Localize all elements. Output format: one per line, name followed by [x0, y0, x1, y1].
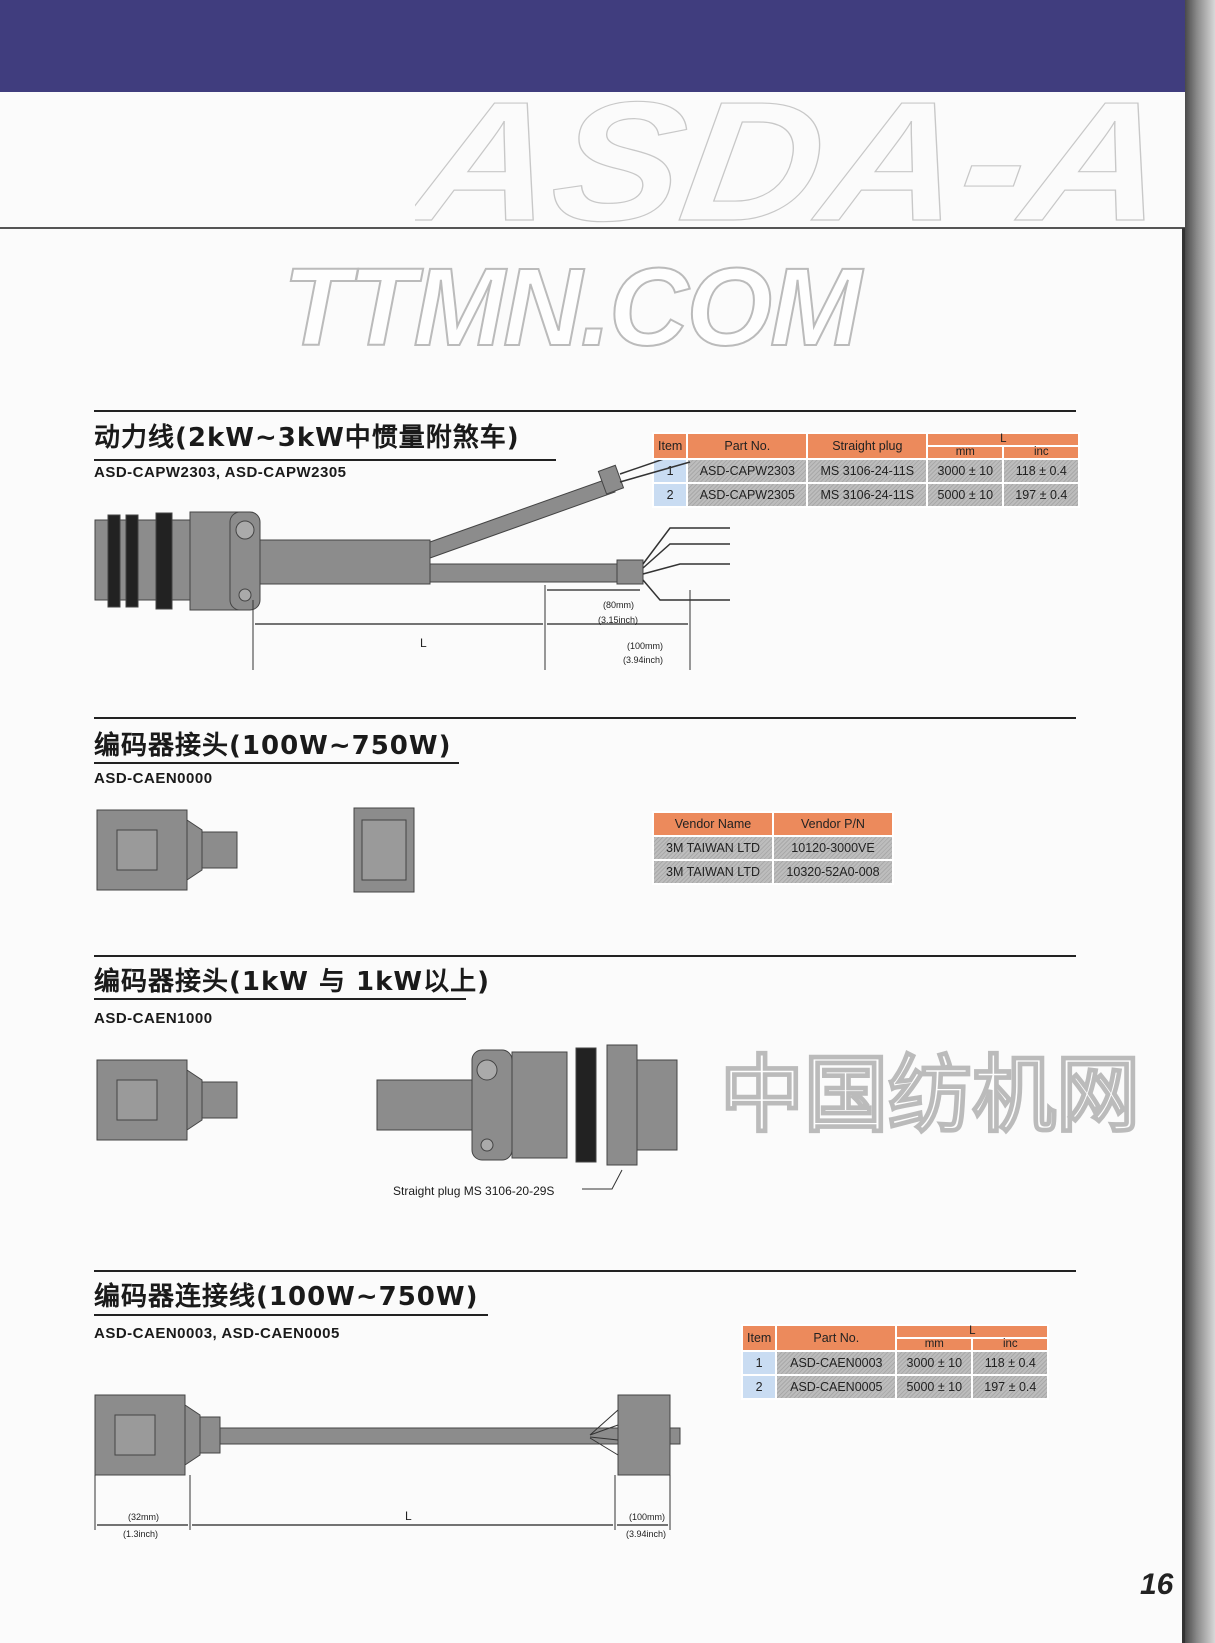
col-mm: mm [928, 446, 1003, 458]
page-edge [1185, 0, 1215, 1643]
col-vendor-name: Vendor Name [654, 813, 772, 835]
dim-1-3inch: (1.3inch) [123, 1529, 159, 1539]
cell: 3M TAIWAN LTD [654, 861, 772, 883]
encoder-cable-drawing [94, 1394, 681, 1530]
cell: 2 [654, 484, 687, 506]
dim-100mm: (100mm) [629, 1512, 666, 1522]
page-edge-line [1182, 228, 1185, 1643]
section-title: 编码器接头(1kW 与 1kW以上) [94, 967, 490, 997]
asda-a-logo: ASDA-A [415, 98, 1180, 228]
dim-L: L [420, 636, 427, 650]
model-numbers: ASD-CAEN0000 [94, 770, 213, 787]
cell: 10120-3000VE [774, 837, 892, 859]
plug-label: Straight plug MS 3106-20-29S [393, 1184, 555, 1198]
col-plug: Straight plug [808, 434, 927, 458]
dim-3-15inch: (3.15inch) [598, 615, 639, 625]
dim-L: L [405, 1509, 412, 1523]
encoder-connector-drawing [96, 807, 415, 893]
power-cable-drawing [94, 460, 730, 670]
cell: 2 [743, 1376, 776, 1398]
model-numbers: ASD-CAEN0003, ASD-CAEN0005 [94, 1325, 340, 1342]
section-divider [94, 955, 1076, 957]
cell: ASD-CAPW2305 [688, 484, 807, 506]
col-item: Item [743, 1326, 776, 1350]
logo-text: ASDA-A [415, 98, 1179, 228]
cell: 3000 ± 10 [897, 1352, 972, 1374]
model-numbers: ASD-CAPW2303, ASD-CAPW2305 [94, 464, 347, 481]
encoder-plug-drawing [96, 1044, 678, 1190]
cell: MS 3106-24-11S [808, 460, 927, 482]
cell: 3000 ± 10 [928, 460, 1003, 482]
section-title: 编码器连接线(100W~750W) [94, 1282, 479, 1312]
dim-80mm: (80mm) [603, 600, 634, 610]
cell: ASD-CAEN0003 [777, 1352, 896, 1374]
header-banner [0, 0, 1185, 92]
cell: MS 3106-24-11S [808, 484, 927, 506]
dim-32mm: (32mm) [128, 1512, 159, 1522]
dim-3-94inch: (3.94inch) [626, 1529, 667, 1539]
watermark-chinese: 中国纺机网 [719, 1045, 1141, 1145]
col-part-no: Part No. [777, 1326, 896, 1350]
col-vendor-pn: Vendor P/N [774, 813, 892, 835]
col-mm: mm [897, 1338, 972, 1350]
header-divider [0, 227, 1185, 229]
col-L: L [897, 1325, 1048, 1337]
watermark-url: TTMN.COM [282, 246, 863, 369]
title-underline [94, 459, 556, 461]
cell: 197 ± 0.4 [973, 1376, 1048, 1398]
cell: ASD-CAEN0005 [777, 1376, 896, 1398]
dim-100mm: (100mm) [627, 641, 664, 651]
col-inc: inc [1004, 446, 1079, 458]
cell: 118 ± 0.4 [973, 1352, 1048, 1374]
title-underline [94, 1314, 488, 1316]
cell: 1 [743, 1352, 776, 1374]
section-divider [94, 717, 1076, 719]
col-part-no: Part No. [688, 434, 807, 458]
section-divider [94, 1270, 1076, 1272]
section-title: 编码器接头(100W~750W) [94, 731, 452, 761]
model-numbers: ASD-CAEN1000 [94, 1010, 213, 1027]
col-inc: inc [973, 1338, 1048, 1350]
col-L: L [928, 433, 1079, 445]
cell: 197 ± 0.4 [1004, 484, 1079, 506]
section-title: 动力线(2kW~3kW中惯量附煞车) [94, 423, 520, 453]
section-divider [94, 410, 1076, 412]
cell: 10320-52A0-008 [774, 861, 892, 883]
cell: 118 ± 0.4 [1004, 460, 1079, 482]
col-item: Item [654, 434, 687, 458]
cell: 3M TAIWAN LTD [654, 837, 772, 859]
title-underline [94, 998, 466, 1000]
title-underline [94, 762, 459, 764]
page-number: 16 [1140, 1568, 1174, 1601]
cell: 5000 ± 10 [897, 1376, 972, 1398]
cell: 5000 ± 10 [928, 484, 1003, 506]
dim-3-94inch: (3.94inch) [623, 655, 664, 665]
cell: ASD-CAPW2303 [688, 460, 807, 482]
